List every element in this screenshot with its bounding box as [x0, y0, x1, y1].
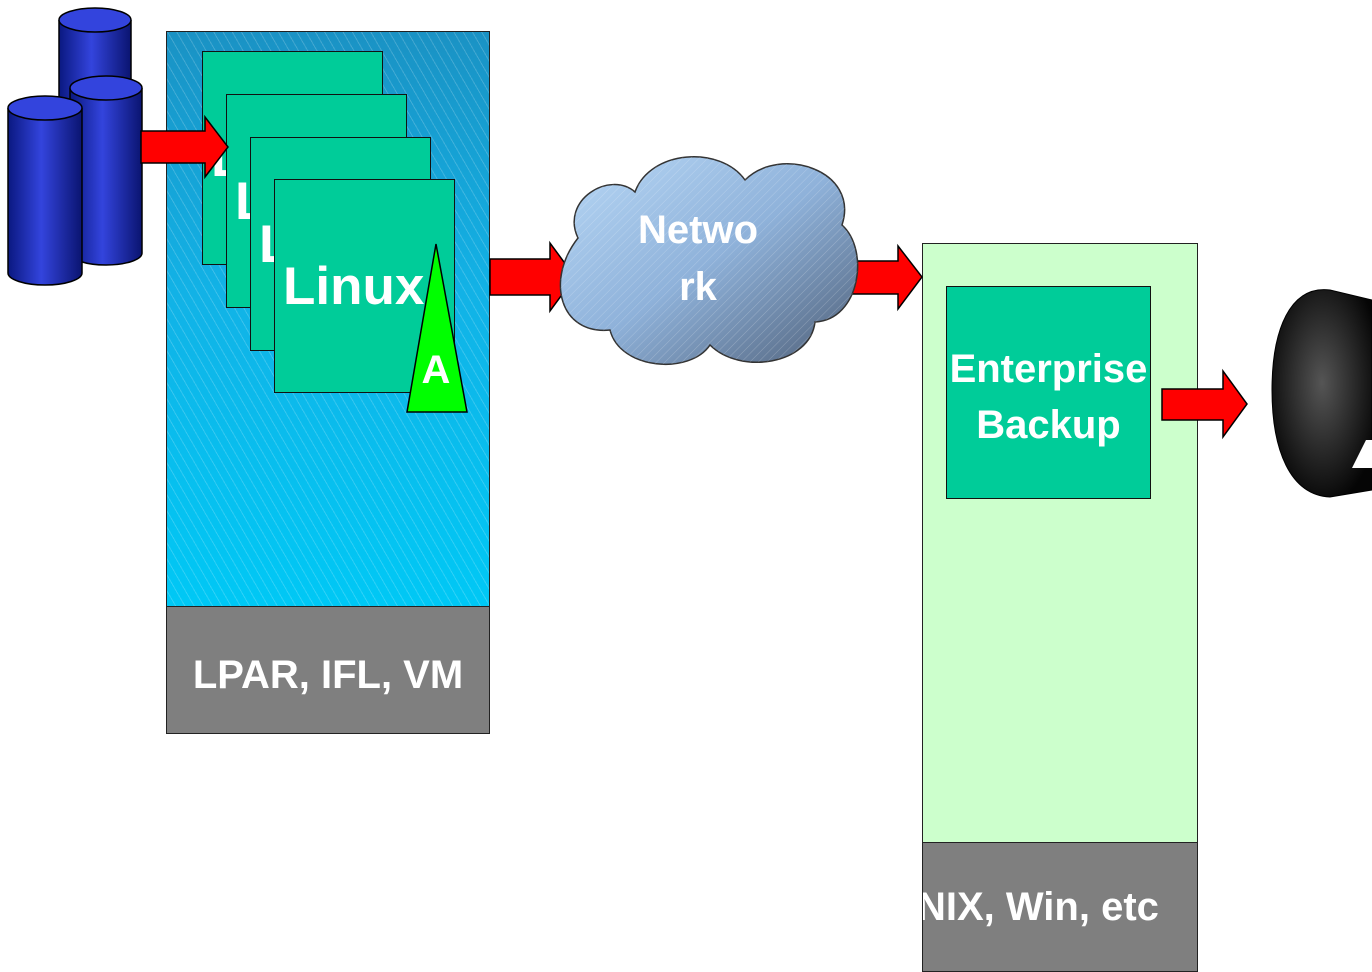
enterprise-backup-label-line2: Backup	[976, 403, 1121, 447]
enterprise-backup-app: Enterprise Backup	[946, 286, 1151, 499]
enterprise-backup-label-line1: Enterprise	[949, 347, 1148, 391]
linux-guest-label: Linux	[283, 257, 425, 316]
backup-agent-label: A	[422, 348, 451, 392]
arrow-disk-to-linux	[140, 114, 229, 180]
arrow-server-to-tape	[1161, 368, 1248, 440]
network-label-line1: Netwo	[638, 208, 758, 252]
network-label-line2: rk	[679, 265, 718, 309]
mainframe-base-label: LPAR, IFL, VM	[192, 652, 464, 697]
network-cloud-icon: Netwo rk	[559, 156, 859, 365]
backup-server-base: NIX, Win, etc	[922, 842, 1198, 972]
disk-stack-icon	[7, 7, 143, 286]
backup-agent: A	[406, 243, 468, 413]
backup-server-base-label: NIX, Win, etc	[922, 885, 1159, 929]
tape-cartridge-icon	[1271, 289, 1372, 498]
mainframe-base: LPAR, IFL, VM	[166, 606, 490, 734]
